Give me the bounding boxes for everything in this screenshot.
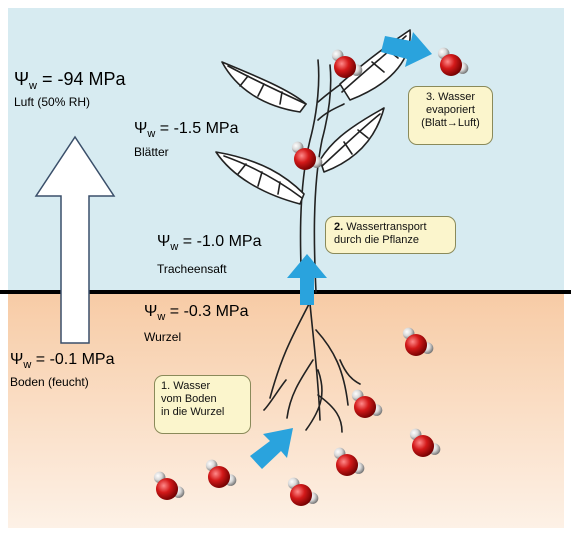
soil-potential-value: Ψw = -0.1 MPa — [10, 351, 115, 371]
root-label: Wurzel — [144, 330, 182, 344]
note-step-3: 3. Wasser evaporiert (Blatt→Luft) — [408, 86, 493, 145]
root-potential-value: Ψw = -0.3 MPa — [144, 303, 249, 323]
note-step-3-line-1: 3. Wasser — [425, 91, 476, 103]
soil-region — [8, 292, 564, 528]
xylem-potential-value: Ψw = -1.0 MPa — [157, 233, 262, 253]
air-potential-value: Ψw = -94 MPa — [14, 69, 126, 92]
note-step-2-line-1: 2. Wassertransport — [334, 221, 427, 233]
plant-drawing — [215, 29, 411, 433]
air-region — [8, 8, 564, 292]
arrow-evaporation — [381, 32, 432, 67]
note-step-3-line-2: evaporiert — [426, 104, 475, 116]
leaf-label: Blätter — [134, 145, 169, 159]
note-step-1: 1. Wasser vom Boden in die Wurzel — [154, 375, 251, 434]
note-step-1-line-2: vom Boden — [161, 393, 217, 405]
soil-label: Boden (feucht) — [10, 375, 89, 389]
arrow-root-uptake — [250, 428, 293, 469]
note-step-2: 2. Wassertransport durch die Pflanze — [325, 216, 456, 254]
air-label: Luft (50% RH) — [14, 95, 91, 109]
arrow-xylem-transport — [287, 254, 327, 305]
flow-arrows — [250, 32, 432, 469]
xylem-label: Tracheensaft — [157, 262, 227, 276]
potential-gradient-arrow — [34, 135, 116, 344]
leaf-potential-value: Ψw = -1.5 MPa — [134, 120, 239, 140]
note-step-1-line-3: in die Wurzel — [161, 406, 225, 418]
note-step-1-line-1: 1. Wasser — [161, 380, 211, 392]
note-step-3-line-3: (Blatt→Luft) — [421, 117, 480, 129]
note-step-2-line-2: durch die Pflanze — [334, 234, 419, 246]
